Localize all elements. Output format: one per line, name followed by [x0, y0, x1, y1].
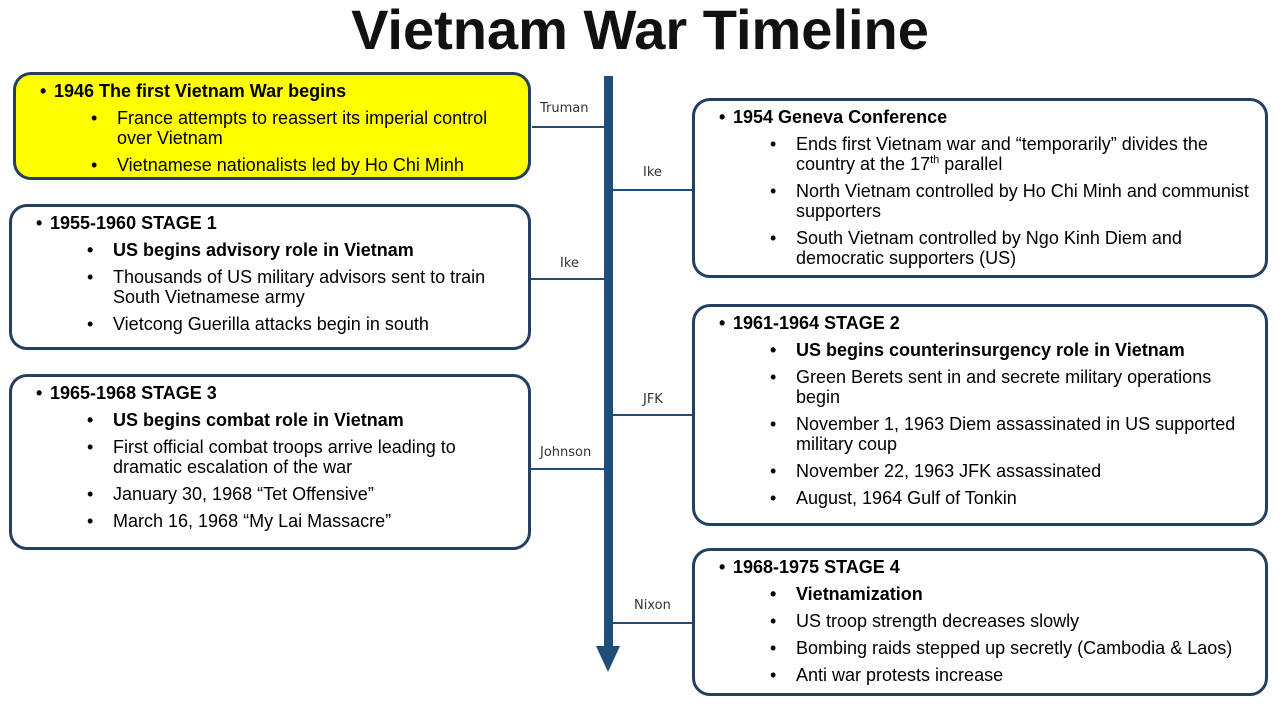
event-heading-1965-1968: 1965-1968 STAGE 3 — [36, 383, 518, 403]
event-item: Ends first Vietnam war and “temporarily”… — [770, 134, 1255, 174]
event-heading-1955-1960: 1955-1960 STAGE 1 — [36, 213, 518, 233]
event-item: Vietnamization — [770, 584, 1255, 604]
event-box-1961-1964: 1961-1964 STAGE 2 US begins counterinsur… — [692, 304, 1268, 526]
event-item: Thousands of US military advisors sent t… — [87, 267, 518, 307]
connector-1968 — [612, 622, 694, 624]
connector-1965 — [530, 468, 606, 470]
event-item: US begins advisory role in Vietnam — [87, 240, 518, 260]
event-item: Bombing raids stepped up secretly (Cambo… — [770, 638, 1255, 658]
connector-1954 — [612, 189, 694, 191]
connector-1961 — [612, 414, 694, 416]
president-label-johnson: Johnson — [540, 445, 592, 460]
event-box-1965-1968: 1965-1968 STAGE 3 US begins combat role … — [9, 374, 531, 550]
event-heading-1946: 1946 The first Vietnam War begins — [40, 81, 518, 101]
president-label-jfk: JFK — [643, 392, 663, 407]
connector-1955 — [530, 278, 606, 280]
event-box-1955-1960: 1955-1960 STAGE 1 US begins advisory rol… — [9, 204, 531, 350]
event-heading-1961-1964: 1961-1964 STAGE 2 — [719, 313, 1255, 333]
event-item: January 30, 1968 “Tet Offensive” — [87, 484, 518, 504]
event-box-1968-1975: 1968-1975 STAGE 4 Vietnamization US troo… — [692, 548, 1268, 696]
event-item: US begins combat role in Vietnam — [87, 410, 518, 430]
event-item: North Vietnam controlled by Ho Chi Minh … — [770, 181, 1255, 221]
event-item: South Vietnam controlled by Ngo Kinh Die… — [770, 228, 1255, 268]
ordinal-superscript: th — [930, 154, 940, 166]
event-heading-1954: 1954 Geneva Conference — [719, 107, 1255, 127]
page-title: Vietnam War Timeline — [351, 0, 929, 61]
event-item: US begins counterinsurgency role in Viet… — [770, 340, 1255, 360]
event-heading-1968-1975: 1968-1975 STAGE 4 — [719, 557, 1255, 577]
event-item: France attempts to reassert its imperial… — [91, 108, 518, 148]
event-item: November 1, 1963 Diem assassinated in US… — [770, 414, 1255, 454]
event-box-1946: 1946 The first Vietnam War begins France… — [13, 72, 531, 180]
timeline-arrowhead — [596, 646, 620, 672]
president-label-ike-1: Ike — [643, 165, 662, 180]
event-item: US troop strength decreases slowly — [770, 611, 1255, 631]
timeline-spine — [604, 76, 613, 650]
president-label-ike-2: Ike — [560, 256, 579, 271]
connector-1946 — [532, 126, 606, 128]
event-item: Anti war protests increase — [770, 665, 1255, 685]
event-item: August, 1964 Gulf of Tonkin — [770, 488, 1255, 508]
event-item: November 22, 1963 JFK assassinated — [770, 461, 1255, 481]
event-item: Vietnamese nationalists led by Ho Chi Mi… — [91, 155, 518, 175]
president-label-nixon: Nixon — [634, 598, 671, 613]
event-box-1954: 1954 Geneva Conference Ends first Vietna… — [692, 98, 1268, 278]
event-item-text: parallel — [939, 154, 1003, 174]
event-item: Green Berets sent in and secrete militar… — [770, 367, 1255, 407]
event-item: Vietcong Guerilla attacks begin in south — [87, 314, 518, 334]
event-item: March 16, 1968 “My Lai Massacre” — [87, 511, 518, 531]
president-label-truman: Truman — [540, 101, 589, 116]
event-item-text: Ends first Vietnam war and “temporarily”… — [796, 134, 1208, 174]
event-item: First official combat troops arrive lead… — [87, 437, 518, 477]
